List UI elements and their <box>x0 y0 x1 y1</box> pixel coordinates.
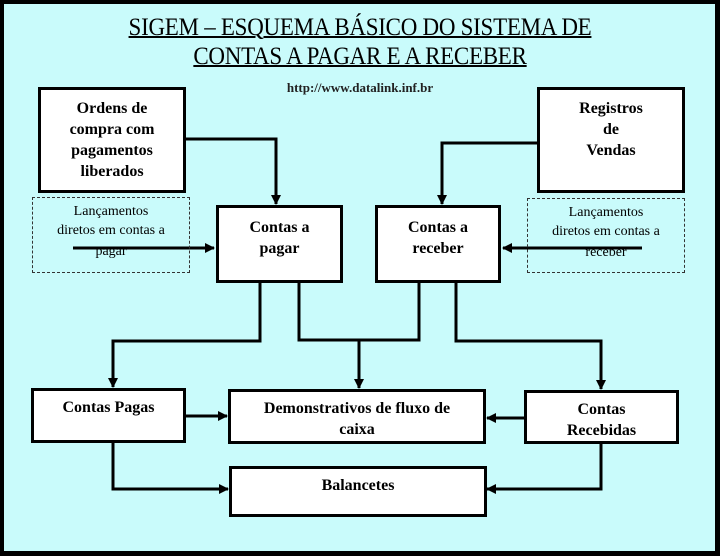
node-text: Ordens de <box>76 100 148 117</box>
node-demonstrativos: Demonstrativos de fluxo de caixa <box>228 389 486 444</box>
node-text: Balancetes <box>321 477 395 494</box>
arrow-ordens-to-pagar <box>185 137 281 205</box>
arrow-pagas-to-balancetes <box>111 442 229 494</box>
node-text: Contas <box>577 401 626 418</box>
node-contas-a-pagar: Contas a pagar <box>216 205 343 283</box>
node-text: Demonstrativos de fluxo de <box>263 400 451 417</box>
node-text: Recebidas <box>566 422 637 439</box>
node-text: compra com <box>69 121 155 138</box>
node-balancetes: Balancetes <box>229 466 487 517</box>
arrow-recebidas-to-balancetes <box>486 443 603 494</box>
node-text: receber <box>585 245 627 260</box>
node-text: pagamentos <box>71 142 153 159</box>
node-text: diretos em contas a <box>552 224 660 239</box>
node-text: Contas a <box>407 219 468 236</box>
node-text: Contas a <box>249 219 310 236</box>
node-text: Registros <box>579 100 643 117</box>
node-contas-pagas: Contas Pagas <box>31 388 186 443</box>
node-contas-a-receber: Contas a receber <box>375 205 501 283</box>
node-registros-de-vendas: Registros de Vendas <box>537 87 685 193</box>
arrow-pagar-to-pagas <box>108 282 262 388</box>
url-text: http://www.datalink.inf.br <box>286 80 434 95</box>
node-text: pagar <box>259 240 300 257</box>
node-text: pagar <box>95 244 127 259</box>
node-text: diretos em contas a <box>57 223 165 238</box>
node-text: caixa <box>339 421 375 438</box>
node-text: liberados <box>80 163 144 180</box>
title-line-2: CONTAS A PAGAR E A RECEBER <box>193 43 527 70</box>
node-text: Lançamentos <box>568 205 644 220</box>
line-pagar-receber-join <box>297 282 421 342</box>
node-ordens-de-compra: Ordens de compra com pagamentos liberado… <box>38 87 186 193</box>
node-text: Contas Pagas <box>62 399 155 416</box>
node-text: Vendas <box>586 142 636 159</box>
node-lancamentos-receber: Lançamentos diretos em contas a receber <box>527 198 685 273</box>
arrow-receber-to-recebidas <box>454 282 606 390</box>
title-line-1: SIGEM – ESQUEMA BÁSICO DO SISTEMA DE <box>128 14 592 41</box>
arrow-registros-to-receber <box>437 141 538 205</box>
node-lancamentos-pagar: Lançamentos diretos em contas a pagar <box>32 197 190 273</box>
node-text: receber <box>412 240 464 257</box>
node-text: Lançamentos <box>73 204 149 219</box>
node-text: de <box>603 121 619 138</box>
node-contas-recebidas: Contas Recebidas <box>524 390 679 444</box>
